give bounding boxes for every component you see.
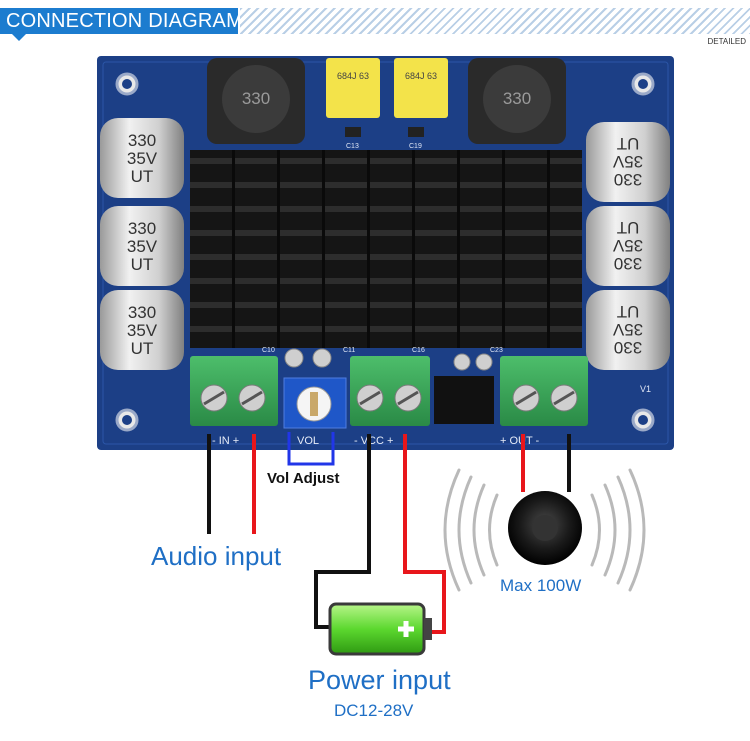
heatsink [190,150,582,348]
speaker-icon [443,468,646,592]
svg-text:684J 63: 684J 63 [405,71,437,81]
svg-text:UT: UT [617,302,640,321]
vol-adjust-label: Vol Adjust [267,470,340,487]
label-c13: C13 [346,143,359,150]
svg-text:35V: 35V [612,152,643,171]
svg-text:330: 330 [242,89,270,108]
svg-text:35V: 35V [127,237,158,256]
header-pointer [12,34,26,41]
svg-text:330: 330 [614,338,642,357]
svg-text:330: 330 [128,131,156,150]
label-v1: V1 [640,384,651,394]
label-vol: VOL [297,435,319,447]
detail-tag: DETAILED [707,37,746,46]
film-capacitor-left: 684J 63 [326,58,380,118]
film-capacitor-right: 684J 63 [394,58,448,118]
svg-text:UT: UT [617,134,640,153]
svg-text:330: 330 [503,89,531,108]
label-c11: C11 [343,347,355,354]
audio-input-label: Audio input [151,541,282,571]
svg-text:35V: 35V [127,321,158,340]
label-c10: C10 [262,347,275,354]
power-chip [434,376,494,424]
svg-text:330: 330 [614,254,642,273]
terminal-out [500,356,588,426]
svg-text:35V: 35V [612,236,643,255]
svg-text:684J 63: 684J 63 [337,71,369,81]
label-vcc: - VCC + [354,435,393,447]
header-bar [0,8,238,34]
electrolytic-capacitors-left: 330 35V UT 330 35V UT 330 35V UT [100,118,184,370]
svg-text:UT: UT [131,255,154,274]
electrolytic-capacitors-right: 330 35V UT 330 35V UT 330 35V UT [586,122,670,370]
label-c19: C19 [409,143,422,150]
small-capacitors [284,348,493,371]
svg-text:330: 330 [128,219,156,238]
inductor-left: 330 [207,58,305,144]
max-power-label: Max 100W [500,576,582,595]
battery-icon [328,602,432,656]
svg-text:UT: UT [131,339,154,358]
voltage-range-label: DC12-28V [334,701,414,720]
header-hatch [240,8,750,34]
header-title: CONNECTION DIAGRAM [6,10,243,32]
label-in: - IN + [212,435,239,447]
volume-potentiometer[interactable] [283,377,347,429]
svg-text:330: 330 [128,303,156,322]
svg-text:330: 330 [614,170,642,189]
terminal-in [190,356,278,426]
svg-text:UT: UT [131,167,154,186]
power-input-label: Power input [308,665,451,695]
wires [207,434,571,634]
terminal-vcc [350,356,430,426]
inductor-right: 330 [468,58,566,144]
label-out: + OUT - [500,435,540,447]
vol-adjust-bracket [287,432,335,466]
svg-text:35V: 35V [612,320,643,339]
label-c16: C16 [412,347,425,354]
svg-text:35V: 35V [127,149,158,168]
svg-text:UT: UT [617,218,640,237]
label-c23: C23 [490,347,503,354]
